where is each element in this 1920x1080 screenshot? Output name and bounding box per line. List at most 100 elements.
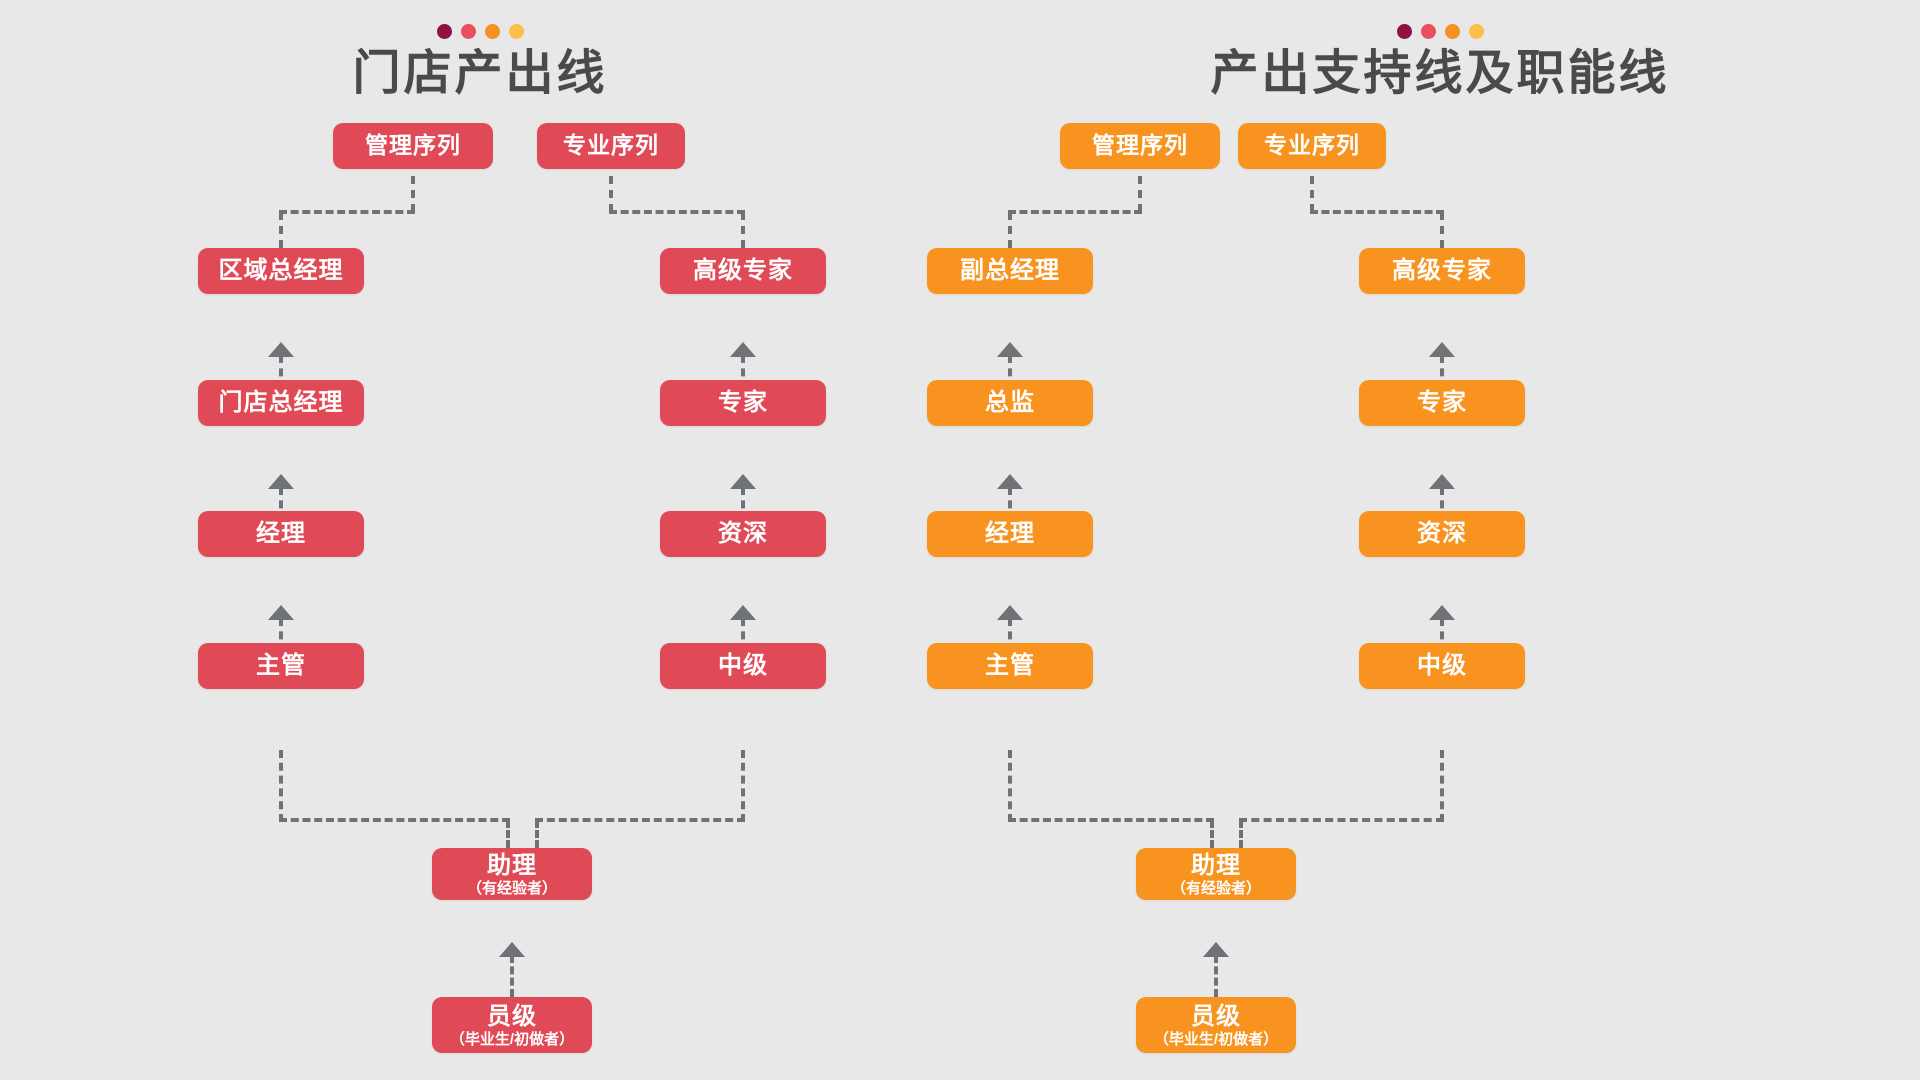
connector-left-mgmt-3-to-4 xyxy=(279,618,283,666)
arrowhead-right-base-to-assistant xyxy=(1203,942,1229,957)
node-sublabel: （毕业生/初做者） xyxy=(1153,1031,1279,1049)
connector-left-assistant-pro-riser xyxy=(741,750,745,822)
connector-left-assistant-mgmt-horizontal xyxy=(279,818,510,822)
node-right-header-professional[interactable]: 专业序列 xyxy=(1238,123,1386,169)
node-right-mgmt-deputy-gm[interactable]: 副总经理 xyxy=(927,248,1093,294)
node-label: 专家 xyxy=(718,388,768,416)
node-label: 资深 xyxy=(718,519,768,547)
panel-left-title: 门店产出线 xyxy=(352,47,608,100)
decorative-dot-1 xyxy=(436,24,452,39)
node-right-pro-intermediate[interactable]: 中级 xyxy=(1359,643,1525,689)
connector-left-pro-header-drop xyxy=(741,212,745,248)
node-label: 助理 xyxy=(1191,851,1241,879)
arrowhead-left-base-to-assistant xyxy=(499,942,525,957)
decorative-dot-1 xyxy=(1396,24,1412,39)
arrowhead-right-mgmt-4-to-5 xyxy=(997,474,1023,489)
node-left-mgmt-store-gm[interactable]: 门店总经理 xyxy=(198,380,364,426)
connector-right-assistant-pro-horizontal xyxy=(1239,818,1444,822)
node-sublabel: （毕业生/初做者） xyxy=(449,1031,575,1049)
node-right-header-management[interactable]: 管理序列 xyxy=(1060,123,1220,169)
node-right-mgmt-manager[interactable]: 经理 xyxy=(927,511,1093,557)
node-left-header-professional[interactable]: 专业序列 xyxy=(537,123,685,169)
connector-right-assistant-mgmt-stem xyxy=(1210,820,1214,848)
connector-left-pro-header-horizontal xyxy=(609,210,745,214)
node-left-mgmt-regional-gm[interactable]: 区域总经理 xyxy=(198,248,364,294)
node-left-pro-senior-expert[interactable]: 高级专家 xyxy=(660,248,826,294)
connector-right-pro-3-to-4 xyxy=(1440,618,1444,666)
node-label: 经理 xyxy=(256,519,306,547)
node-label: 专家 xyxy=(1417,388,1467,416)
node-left-pro-intermediate[interactable]: 中级 xyxy=(660,643,826,689)
node-label: 中级 xyxy=(1417,651,1467,679)
node-right-mgmt-director[interactable]: 总监 xyxy=(927,380,1093,426)
decorative-dot-2 xyxy=(1420,24,1436,39)
connector-right-mgmt-3-to-4 xyxy=(1008,618,1012,666)
node-label: 区域总经理 xyxy=(218,256,344,284)
connector-left-pro-3-to-4 xyxy=(741,618,745,666)
panel-left-dots xyxy=(0,24,960,39)
node-label: 高级专家 xyxy=(693,256,793,284)
node-right-base-entry[interactable]: 员级 （毕业生/初做者） xyxy=(1136,997,1296,1053)
decorative-dot-4 xyxy=(508,24,524,39)
panel-right-dots xyxy=(960,24,1920,39)
connector-left-mgmt-header-drop xyxy=(279,212,283,248)
panel-left-title-block: 门店产出线 xyxy=(0,24,960,101)
node-left-mgmt-supervisor[interactable]: 主管 xyxy=(198,643,364,689)
node-label: 员级 xyxy=(1191,1002,1241,1030)
connector-right-assistant-pro-riser xyxy=(1440,750,1444,822)
panel-right-title: 产出支持线及职能线 xyxy=(1210,47,1670,100)
connector-right-mgmt-header-horizontal xyxy=(1008,210,1142,214)
connector-right-pro-header-horizontal xyxy=(1310,210,1444,214)
connector-left-assistant-mgmt-stem xyxy=(506,820,510,848)
connector-right-mgmt-header-stem xyxy=(1138,176,1142,212)
arrowhead-left-pro-3-to-4 xyxy=(730,605,756,620)
node-left-base-entry[interactable]: 员级 （毕业生/初做者） xyxy=(432,997,592,1053)
node-right-pro-senior[interactable]: 资深 xyxy=(1359,511,1525,557)
connector-left-base-to-assistant xyxy=(510,955,514,997)
node-left-header-management[interactable]: 管理序列 xyxy=(333,123,493,169)
connector-right-assistant-mgmt-riser xyxy=(1008,750,1012,822)
node-label: 经理 xyxy=(985,519,1035,547)
connector-right-pro-5-to-6 xyxy=(1440,355,1444,403)
arrowhead-right-mgmt-5-to-6 xyxy=(997,342,1023,357)
connector-left-assistant-pro-stem xyxy=(535,820,539,848)
connector-left-mgmt-header-stem xyxy=(411,176,415,212)
node-label: 主管 xyxy=(985,651,1035,679)
node-label: 中级 xyxy=(718,651,768,679)
node-right-pro-expert[interactable]: 专家 xyxy=(1359,380,1525,426)
connector-right-pro-header-drop xyxy=(1440,212,1444,248)
node-label: 副总经理 xyxy=(960,256,1060,284)
node-sublabel: （有经验者） xyxy=(1170,880,1261,898)
connector-left-assistant-pro-horizontal xyxy=(535,818,745,822)
arrowhead-right-pro-4-to-5 xyxy=(1429,474,1455,489)
decorative-dot-3 xyxy=(484,24,500,39)
connector-left-mgmt-5-to-6 xyxy=(279,355,283,403)
connector-right-mgmt-5-to-6 xyxy=(1008,355,1012,403)
node-label: 资深 xyxy=(1417,519,1467,547)
arrowhead-left-pro-5-to-6 xyxy=(730,342,756,357)
decorative-dot-4 xyxy=(1468,24,1484,39)
connector-left-mgmt-header-horizontal xyxy=(279,210,415,214)
arrowhead-right-pro-5-to-6 xyxy=(1429,342,1455,357)
connector-right-mgmt-header-drop xyxy=(1008,212,1012,248)
connector-right-assistant-pro-stem xyxy=(1239,820,1243,848)
arrowhead-right-mgmt-3-to-4 xyxy=(997,605,1023,620)
node-left-mgmt-manager[interactable]: 经理 xyxy=(198,511,364,557)
node-label: 助理 xyxy=(487,851,537,879)
node-label: 专业序列 xyxy=(1264,132,1360,159)
connector-right-assistant-mgmt-horizontal xyxy=(1008,818,1214,822)
connector-left-pro-5-to-6 xyxy=(741,355,745,403)
arrowhead-left-mgmt-3-to-4 xyxy=(268,605,294,620)
node-label: 总监 xyxy=(985,388,1035,416)
node-left-pro-expert[interactable]: 专家 xyxy=(660,380,826,426)
node-right-base-assistant[interactable]: 助理 （有经验者） xyxy=(1136,848,1296,900)
node-left-base-assistant[interactable]: 助理 （有经验者） xyxy=(432,848,592,900)
node-right-pro-senior-expert[interactable]: 高级专家 xyxy=(1359,248,1525,294)
connector-left-assistant-mgmt-riser xyxy=(279,750,283,822)
node-right-mgmt-supervisor[interactable]: 主管 xyxy=(927,643,1093,689)
node-left-pro-senior[interactable]: 资深 xyxy=(660,511,826,557)
arrowhead-right-pro-3-to-4 xyxy=(1429,605,1455,620)
panel-right-title-block: 产出支持线及职能线 xyxy=(960,24,1920,101)
node-label: 员级 xyxy=(487,1002,537,1030)
